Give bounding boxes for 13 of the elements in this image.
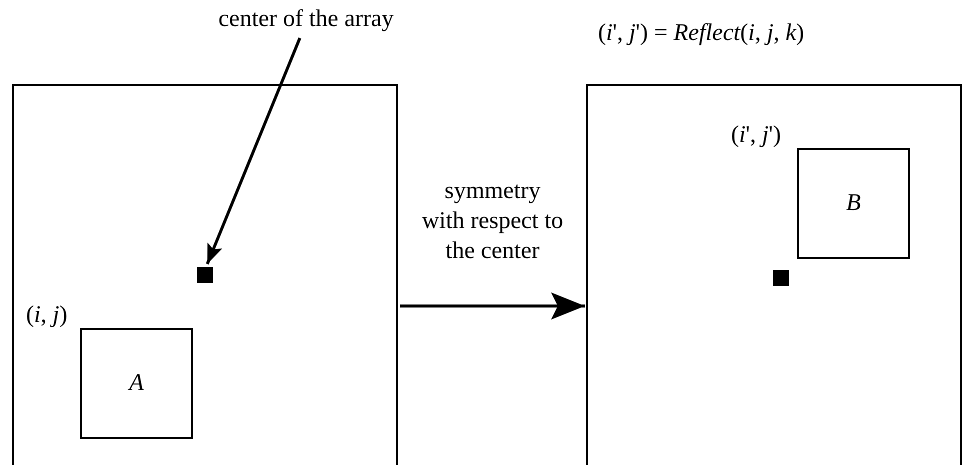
formula-text: (i', j') = Reflect(i, j, k) [598, 20, 804, 46]
array-outline [586, 84, 962, 465]
center-marker [197, 267, 213, 283]
callout-text: center of the array [214, 6, 398, 36]
leader-arrow [206, 37, 302, 265]
arrow [400, 292, 585, 320]
block-label: A [129, 370, 144, 397]
coordinate-label: (i', j') [731, 122, 781, 148]
block-label: B [846, 190, 861, 217]
array-outline [12, 84, 398, 465]
edge-label: symmetry with respect to the center [420, 177, 564, 266]
center-marker [773, 270, 789, 286]
coordinate-label: (i, j) [26, 302, 68, 328]
